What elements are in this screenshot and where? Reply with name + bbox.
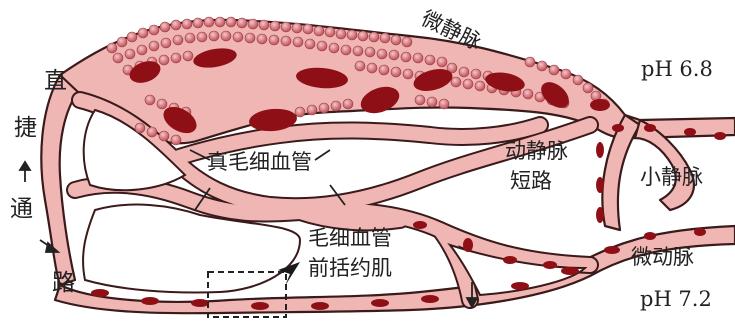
arrow-up-icon <box>20 162 30 170</box>
label-ph-bottom: pH 7.2 <box>640 289 712 310</box>
label-small-vein: 小静脉 <box>640 167 703 188</box>
label-arteriole: 微动脉 <box>631 247 694 268</box>
label-jie: 捷 <box>14 117 37 140</box>
label-true-capillary: 真毛细血管 <box>207 152 312 173</box>
label-zhi: 直 <box>44 70 67 93</box>
label-precapillary-2: 前括约肌 <box>308 258 392 279</box>
label-lu: 路 <box>52 272 75 295</box>
label-precapillary-1: 毛细血管 <box>308 228 392 249</box>
label-tong: 通 <box>10 198 33 221</box>
label-av-shunt-2: 短路 <box>510 171 552 192</box>
thoroughfare-channel <box>41 75 78 285</box>
label-ph-top: pH 6.8 <box>641 59 713 80</box>
label-av-shunt-1: 动静脉 <box>505 141 568 162</box>
